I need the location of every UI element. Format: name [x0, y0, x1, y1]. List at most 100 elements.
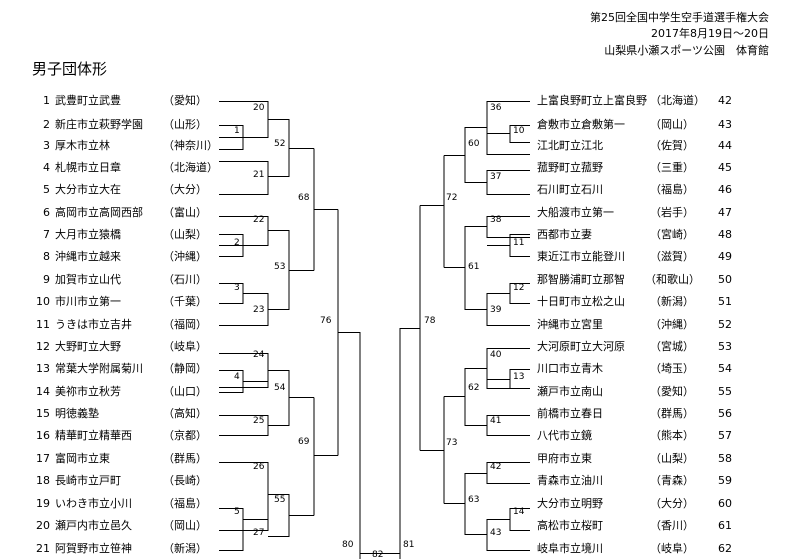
- team-number: 14: [36, 385, 50, 398]
- bout-number: 69: [298, 437, 310, 447]
- team-prefecture: （大分）: [163, 183, 207, 196]
- team-prefecture: （三重）: [650, 161, 694, 174]
- bout-number: 1: [234, 126, 240, 136]
- team-name: 富岡市立東: [55, 452, 110, 465]
- team-name: 石川町立石川: [537, 183, 603, 196]
- tournament-title: 第25回全国中学生空手道選手権大会: [590, 11, 769, 24]
- team-number: 17: [36, 452, 50, 465]
- bout-number: 14: [513, 507, 525, 517]
- bout-number: 2: [234, 238, 240, 248]
- team-prefecture: （北海道）: [650, 94, 705, 107]
- bout-number: 37: [490, 172, 502, 182]
- team-prefecture: （群馬）: [650, 407, 694, 420]
- team-name: 十日町市立松之山: [537, 295, 625, 308]
- bout-number: 40: [490, 350, 502, 360]
- team-name: 菰野町立菰野: [537, 161, 603, 174]
- team-name: 大船渡市立第一: [537, 206, 614, 219]
- team-name: 瀬戸市立南山: [537, 385, 603, 398]
- team-number: 44: [718, 139, 732, 152]
- bout-number: 11: [513, 238, 525, 248]
- team-prefecture: （滋賀）: [650, 250, 694, 263]
- tournament-venue: 山梨県小瀬スポーツ公園 体育館: [604, 44, 769, 57]
- team-name: 美祢市立秋芳: [55, 385, 121, 398]
- team-name: 長崎市立戸町: [55, 474, 121, 487]
- team-name: 大分市立大在: [55, 183, 121, 196]
- team-number: 48: [718, 228, 732, 241]
- team-prefecture: （岡山）: [650, 118, 694, 131]
- team-prefecture: （岡山）: [163, 519, 207, 532]
- bout-number: 76: [320, 316, 332, 326]
- bout-number: 62: [468, 383, 480, 393]
- team-prefecture: （富山）: [163, 206, 207, 219]
- team-name: 精華町立精華西: [55, 429, 132, 442]
- team-prefecture: （宮崎）: [650, 228, 694, 241]
- team-number: 60: [718, 497, 732, 510]
- team-name: 大月市立猿橋: [55, 228, 121, 241]
- team-number: 58: [718, 452, 732, 465]
- team-prefecture: （岐阜）: [163, 340, 207, 353]
- team-prefecture: （愛知）: [163, 94, 207, 107]
- bout-number: 52: [274, 139, 286, 149]
- team-name: 川口市立青木: [537, 362, 603, 375]
- bout-number: 36: [490, 103, 502, 113]
- team-name: 大分市立明野: [537, 497, 603, 510]
- bout-number: 53: [274, 262, 286, 272]
- bout-number: 39: [490, 305, 502, 315]
- bout-number: 68: [298, 193, 310, 203]
- team-number: 7: [43, 228, 50, 241]
- team-name: 前橋市立春日: [537, 407, 603, 420]
- team-prefecture: （京都）: [163, 429, 207, 442]
- bout-number: 42: [490, 462, 502, 472]
- team-number: 13: [36, 362, 50, 375]
- team-name: 八代市立鏡: [537, 429, 592, 442]
- team-prefecture: （高知）: [163, 407, 207, 420]
- team-prefecture: （岩手）: [650, 206, 694, 219]
- team-prefecture: （福島）: [650, 183, 694, 196]
- team-number: 57: [718, 429, 732, 442]
- team-name: いわき市立小川: [55, 497, 132, 510]
- team-number: 8: [43, 250, 50, 263]
- bout-number: 61: [468, 262, 480, 272]
- team-number: 55: [718, 385, 732, 398]
- team-name: 常葉大学附属菊川: [55, 362, 143, 375]
- bout-number: 22: [253, 215, 265, 225]
- bout-number: 63: [468, 495, 480, 505]
- team-name: 青森市立油川: [537, 474, 603, 487]
- team-number: 53: [718, 340, 732, 353]
- team-prefecture: （熊本）: [650, 429, 694, 442]
- team-name: 上富良野町立上富良野: [537, 94, 647, 107]
- bout-number: 80: [342, 540, 354, 550]
- team-prefecture: （神奈川）: [163, 139, 218, 152]
- team-prefecture: （香川）: [650, 519, 694, 532]
- team-number: 21: [36, 542, 50, 555]
- team-name: 大河原町立大河原: [537, 340, 625, 353]
- bout-number: 24: [253, 350, 265, 360]
- team-prefecture: （埼玉）: [650, 362, 694, 375]
- team-prefecture: （新潟）: [650, 295, 694, 308]
- team-number: 61: [718, 519, 732, 532]
- team-prefecture: （福島）: [163, 497, 207, 510]
- team-name: 加賀市立山代: [55, 273, 121, 286]
- team-name: 札幌市立日章: [55, 161, 121, 174]
- bout-number: 26: [253, 462, 265, 472]
- team-prefecture: （北海道）: [163, 161, 218, 174]
- team-name: 江北町立江北: [537, 139, 603, 152]
- tournament-dates: 2017年8月19日～20日: [651, 27, 769, 40]
- team-number: 43: [718, 118, 732, 131]
- team-name: 武豊町立武豊: [55, 94, 121, 107]
- team-number: 56: [718, 407, 732, 420]
- bout-number: 3: [234, 283, 240, 293]
- bout-number: 4: [234, 372, 240, 382]
- team-name: うきは市立吉井: [55, 318, 132, 331]
- bout-number: 82: [372, 550, 384, 560]
- bout-number: 20: [253, 103, 265, 113]
- team-prefecture: （宮城）: [650, 340, 694, 353]
- team-number: 50: [718, 273, 732, 286]
- team-number: 12: [36, 340, 50, 353]
- team-number: 15: [36, 407, 50, 420]
- team-number: 59: [718, 474, 732, 487]
- bout-number: 54: [274, 383, 286, 393]
- team-name: 大野町立大野: [55, 340, 121, 353]
- team-name: 明徳義塾: [55, 407, 99, 420]
